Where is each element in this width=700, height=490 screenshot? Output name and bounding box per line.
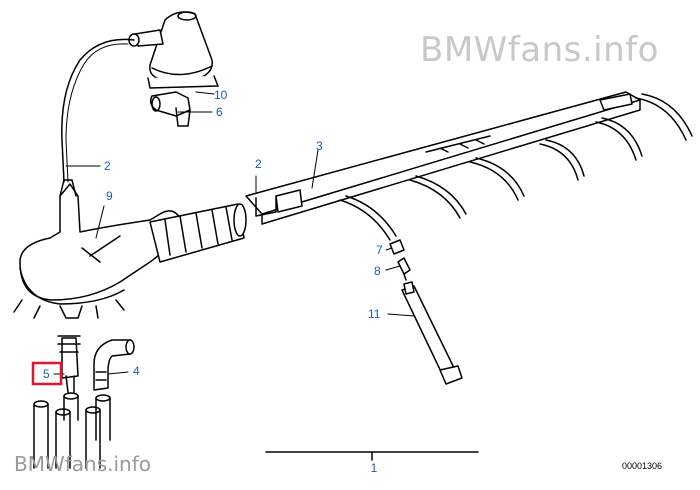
- callout-2-rail: 2: [255, 157, 262, 171]
- diagram-id: 00001306: [622, 461, 663, 471]
- spark-plug-leads[interactable]: [339, 93, 693, 241]
- plug-tubes[interactable]: [33, 392, 111, 469]
- part-7-boot[interactable]: [389, 239, 405, 255]
- part-4-angled-boot[interactable]: [93, 339, 135, 391]
- part-6-connector[interactable]: [149, 91, 191, 127]
- callout-4: 4: [133, 364, 140, 378]
- leader-lines: [53, 91, 415, 375]
- callout-8: 8: [374, 264, 381, 278]
- callout-5: 5: [43, 367, 50, 381]
- bellows-boot[interactable]: [149, 203, 247, 263]
- callout-1: 1: [371, 461, 378, 475]
- part-1-bracket: [265, 451, 479, 461]
- callout-2-cable: 2: [104, 159, 111, 173]
- callout-11: 11: [368, 307, 381, 321]
- callout-9: 9: [106, 189, 113, 203]
- callout-3: 3: [316, 139, 323, 153]
- watermark-top: BMWfans.info: [420, 30, 659, 70]
- callout-10: 10: [214, 88, 228, 102]
- coil-cable[interactable]: [61, 38, 135, 183]
- part-3-cable-rail[interactable]: [245, 91, 641, 225]
- callout-6: 6: [216, 105, 223, 119]
- part-8-pin[interactable]: [397, 257, 411, 281]
- watermark-bottom: BMWfans.info: [14, 452, 152, 476]
- selected-part-highlight[interactable]: [31, 361, 63, 386]
- callout-7: 7: [376, 243, 383, 257]
- part-10-coil-cap[interactable]: [128, 11, 219, 89]
- part-5-straight-boot[interactable]: [57, 335, 81, 393]
- part-11-plug-connector[interactable]: [401, 281, 463, 385]
